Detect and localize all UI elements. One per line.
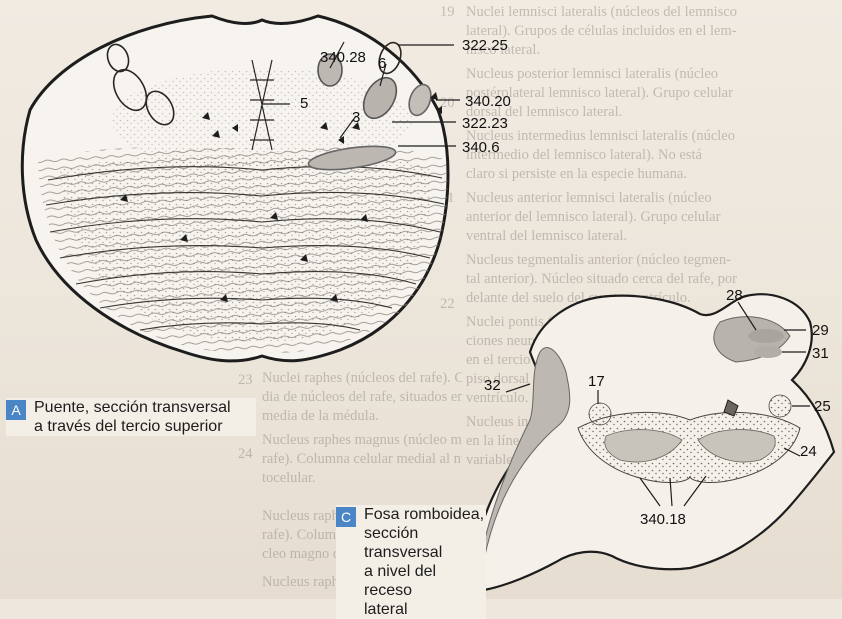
pons-label-340-6: 340.6 — [462, 139, 500, 156]
pons-label-340-20: 340.20 — [465, 93, 511, 110]
fossa-label-31: 31 — [812, 345, 829, 362]
figure-a-caption-text: Puente, sección transversal a través del… — [34, 398, 231, 436]
fossa-nucleus-31 — [754, 346, 782, 358]
pons-label-322-23: 322.23 — [462, 115, 508, 132]
rhomboid-fossa-figure: 28 29 31 32 17 25 24 340.18 — [470, 287, 834, 590]
fossa-label-28: 28 — [726, 287, 743, 304]
figure-a-badge: A — [6, 400, 26, 420]
pons-label-3: 3 — [352, 109, 360, 126]
figure-c-badge: C — [336, 507, 356, 527]
pons-label-340-28: 340.28 — [320, 49, 366, 66]
figure-c-caption: C Fosa romboidea, sección transversal a … — [336, 505, 486, 619]
fossa-nucleus-29 — [748, 329, 784, 343]
pons-label-5: 5 — [300, 95, 308, 112]
fossa-label-32: 32 — [484, 377, 501, 394]
fossa-nucleus-17 — [589, 403, 611, 425]
fossa-label-340-18: 340.18 — [640, 511, 686, 528]
fossa-label-29: 29 — [812, 322, 829, 339]
fossa-label-17: 17 — [588, 373, 605, 390]
fossa-nucleus-25 — [769, 395, 791, 417]
pons-cross-section-figure: 340.28 6 322.25 5 340.20 3 322.23 340.6 — [22, 16, 511, 361]
atlas-page: Nuclei lemnisci lateralis (núcleos del l… — [0, 0, 842, 599]
pons-label-322-25: 322.25 — [462, 37, 508, 54]
figure-a-caption: A Puente, sección transversal a través d… — [6, 398, 256, 436]
fossa-label-24: 24 — [800, 443, 817, 460]
fossa-label-25: 25 — [814, 398, 831, 415]
pons-label-6: 6 — [378, 55, 386, 72]
figure-c-caption-text: Fosa romboidea, sección transversal a ni… — [364, 505, 486, 619]
